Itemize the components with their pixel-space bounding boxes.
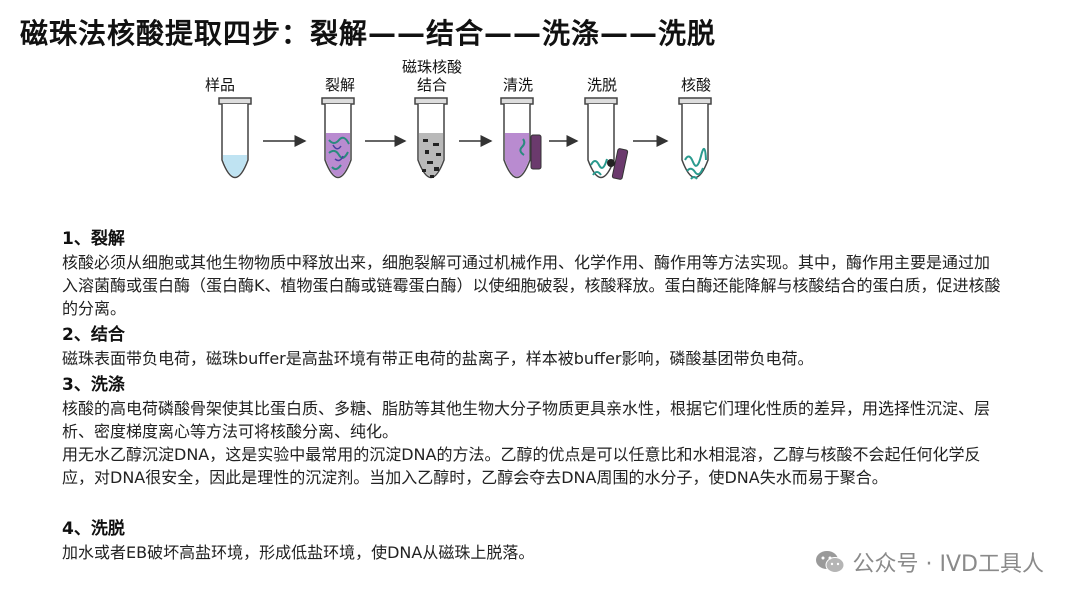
tube-elute [584,97,629,180]
tube-sample [218,97,252,179]
watermark-text: 公众号 · IVD工具人 [852,552,1044,577]
section-heading: 2、结合 [62,325,125,345]
step-label-binding-top: 磁珠核酸 [401,58,462,76]
section-paragraph: 核酸必须从细胞或其他生物物质中释放出来，细胞裂解可通过机械作用、化学作用、酶作用… [62,253,1001,318]
watermark: 公众号 · IVD工具人 [815,546,1044,578]
section-wash: 3、洗涤 核酸的高电荷磷酸骨架使其比蛋白质、多糖、脂肪等其他生物大分子物质更具亲… [62,374,1002,489]
section-lysis: 1、裂解 核酸必须从细胞或其他生物物质中释放出来，细胞裂解可通过机械作用、化学作… [62,228,1002,320]
process-diagram: 样品 裂解 磁珠核酸 结合 清洗 洗脱 核酸 [205,55,745,205]
section-heading: 4、洗脱 [62,519,125,539]
section-heading: 1、裂解 [62,229,125,249]
tube-binding [414,97,448,179]
wechat-icon [815,551,845,573]
page-title: 磁珠法核酸提取四步：裂解——结合——洗涤——洗脱 [20,17,717,50]
section-paragraph: 用无水乙醇沉淀DNA，这是实验中最常用的沉淀DNA的方法。乙醇的优点是可以任意比… [62,445,981,487]
step-label-elute: 洗脱 [586,76,617,94]
section-elute: 4、洗脱 加水或者EB破坏高盐环境，形成低盐环境，使DNA从磁珠上脱落。 [62,518,1002,564]
tube-lysis [321,97,355,179]
step-label-binding: 结合 [416,76,447,94]
section-paragraph: 加水或者EB破坏高盐环境，形成低盐环境，使DNA从磁珠上脱落。 [62,543,535,562]
step-label-lysis: 裂解 [324,76,355,94]
tube-wash [500,97,542,179]
section-paragraph: 核酸的高电荷磷酸骨架使其比蛋白质、多糖、脂肪等其他生物大分子物质更具亲水性，根据… [62,399,991,441]
tubes-svg [218,97,712,180]
tube-nucleic-acid [678,97,712,180]
section-heading: 3、洗涤 [62,375,125,395]
step-label-nucleic-acid: 核酸 [680,76,711,94]
section-binding: 2、结合 磁珠表面带负电荷，磁珠buffer是高盐环境有带正电荷的盐离子，样本被… [62,324,1002,370]
step-label-sample: 样品 [204,76,235,94]
step-label-wash: 清洗 [502,76,533,94]
section-paragraph: 磁珠表面带负电荷，磁珠buffer是高盐环境有带正电荷的盐离子，样本被buffe… [62,349,814,368]
